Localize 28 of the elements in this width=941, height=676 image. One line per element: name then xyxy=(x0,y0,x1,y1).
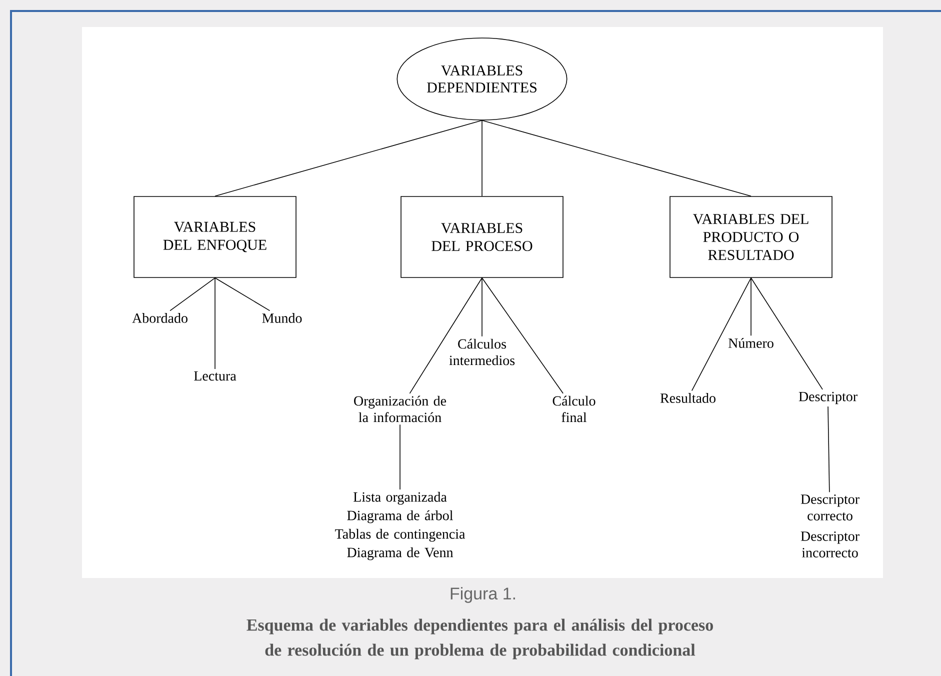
connector-line xyxy=(482,120,752,196)
leaf-label: Descriptor xyxy=(798,392,858,404)
item-list: Descriptor correcto Descriptor incorrecto xyxy=(800,494,860,558)
connector-line xyxy=(750,278,752,336)
leaf-label: Cálculo final xyxy=(552,396,596,422)
connector-line xyxy=(409,278,482,394)
category-box: VARIABLES DEL ENFOQUE xyxy=(134,196,296,278)
connector-line xyxy=(750,278,823,390)
leaf-label: Cálculos intermedios xyxy=(449,338,515,366)
connector-line xyxy=(170,278,216,312)
connector-line xyxy=(214,278,216,370)
leaf-label: Mundo xyxy=(262,313,302,323)
figure-number: Figura 1. xyxy=(450,587,515,603)
category-box: VARIABLES DEL PROCESO xyxy=(400,196,564,278)
leaf-label: Lectura xyxy=(194,371,236,381)
connector-line xyxy=(214,120,482,196)
leaf-label: Organización de la información xyxy=(354,396,446,422)
connector-line xyxy=(691,278,752,392)
connector-line xyxy=(214,278,270,312)
leaf-label: Abordado xyxy=(132,313,188,323)
leaf-label: Número xyxy=(728,338,774,348)
figure-caption: Esquema de variables dependientes para el análisis del proceso de resolución de un problema de probabilidad condicional xyxy=(246,618,713,660)
leaf-label: Resultado xyxy=(660,393,716,403)
category-box: VARIABLES DEL PRODUCTO O RESULTADO xyxy=(670,196,832,278)
item-list: Lista organizada Diagrama de árbol Tablas de contingencia Diagrama de Venn xyxy=(335,492,466,560)
connector-line xyxy=(828,406,830,493)
ellipse-node: VARIABLES DEPENDIENTES xyxy=(396,38,568,120)
connector-line xyxy=(482,278,564,394)
